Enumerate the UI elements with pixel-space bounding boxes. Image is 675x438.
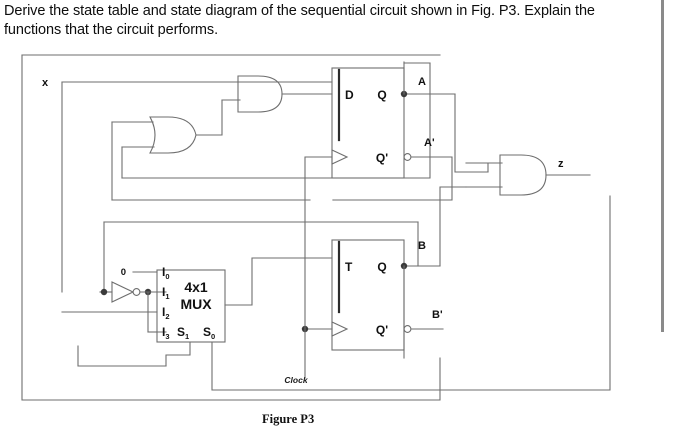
and-out-in-top-stub	[487, 162, 503, 173]
t-flipflop-qbar-bubble	[403, 325, 412, 333]
wire-mux-out	[224, 257, 333, 306]
label-d-input: D	[345, 88, 354, 102]
label-mux-title-1: 4x1	[184, 279, 208, 295]
label-t-qbar: Q'	[376, 323, 388, 337]
or-gate-body	[149, 116, 197, 154]
label-signal-Bprime: B'	[432, 309, 443, 321]
inverter-bubble	[132, 288, 141, 296]
d-flipflop-qbar-bubble	[403, 153, 412, 161]
label-mux-I1: I1	[162, 285, 170, 301]
label-signal-A: A	[418, 76, 426, 88]
label-signal-Aprime: A'	[424, 137, 435, 149]
outer-border-box	[21, 54, 441, 401]
label-constant-zero: 0	[121, 267, 126, 278]
wire-bottom-return	[77, 345, 167, 367]
wire-feedback-lower	[121, 62, 431, 179]
label-mux-S1: S1	[177, 325, 189, 341]
wire-A-to-and	[454, 93, 489, 173]
label-mux-title-2: MUX	[180, 296, 212, 312]
wire-d-qbar-out	[332, 156, 453, 201]
mux-box	[156, 269, 226, 343]
wire-B-to-and	[439, 186, 467, 267]
wire-or-out	[195, 99, 223, 136]
d-flipflop-clock-triangle	[331, 149, 349, 165]
label-d-q: Q	[377, 88, 386, 102]
t-flipflop-box	[331, 239, 405, 351]
and-gate-out-body	[499, 154, 547, 196]
inverter-body	[111, 281, 135, 303]
label-x: x	[42, 77, 49, 89]
label-mux-I3: I3	[162, 325, 170, 341]
label-t-input: T	[345, 260, 353, 274]
label-mux-I0: I0	[162, 265, 170, 281]
label-d-qbar: Q'	[376, 151, 388, 165]
figure-caption: Figure P3	[262, 412, 315, 426]
label-signal-B: B	[418, 240, 426, 252]
and-gate-in-body	[237, 75, 283, 113]
label-clock: Clock	[284, 375, 308, 385]
question-text: Derive the state table and state diagram…	[4, 3, 595, 38]
label-t-q: Q	[377, 260, 386, 274]
label-mux-S0: S0	[203, 325, 215, 341]
junction-inverter-in	[100, 288, 108, 296]
wire-mux-S0	[211, 195, 611, 391]
wire-d-clock-in	[304, 156, 333, 201]
t-flipflop-clock-triangle	[331, 321, 349, 337]
d-flipflop-box	[331, 67, 405, 179]
scrollbar-track[interactable]	[661, 0, 664, 332]
wire-mux-S1	[165, 341, 191, 367]
label-z: z	[558, 158, 564, 170]
label-mux-I2: I2	[162, 305, 170, 321]
